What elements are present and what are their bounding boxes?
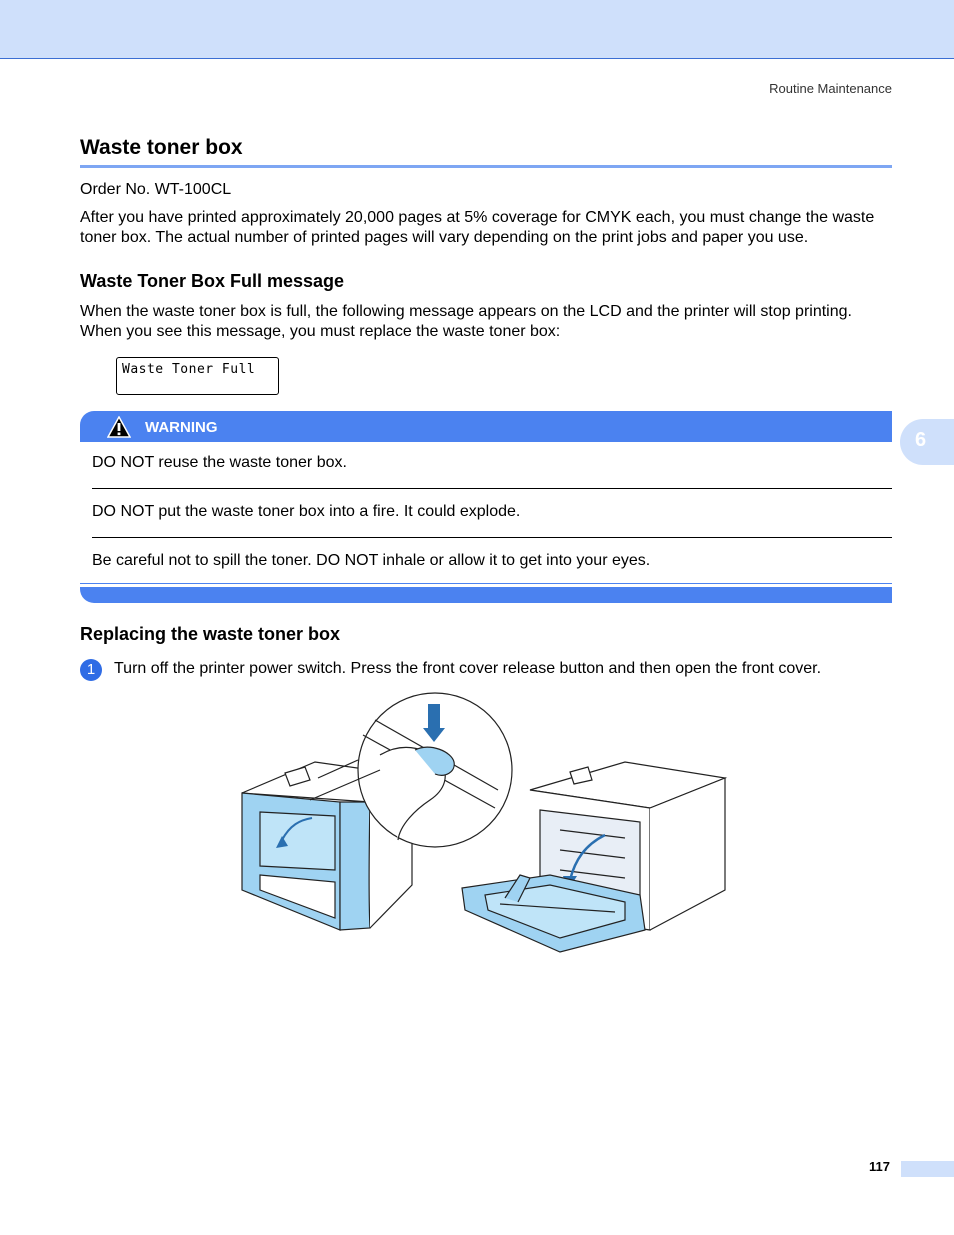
warning-footer [80, 587, 892, 603]
running-head: Routine Maintenance [769, 81, 892, 96]
warning-divider [92, 488, 892, 489]
full-message-heading: Waste Toner Box Full message [80, 271, 345, 291]
order-number: Order No. WT-100CL [80, 181, 232, 198]
warning-item: DO NOT put the waste toner box into a fi… [92, 503, 521, 520]
warning-item: Be careful not to spill the toner. DO NO… [92, 552, 651, 569]
page-number: 117 [869, 1159, 890, 1174]
warning-label: WARNING [145, 419, 218, 436]
step-number-badge: 1 [80, 659, 102, 681]
intro-paragraph: After you have printed approximately 20,… [80, 209, 875, 246]
warning-divider [92, 537, 892, 538]
chapter-tab[interactable]: 6 [900, 419, 954, 465]
step-text: Turn off the printer power switch. Press… [114, 660, 822, 677]
lcd-display: Waste Toner Full [116, 357, 279, 395]
warning-item: DO NOT reuse the waste toner box. [92, 454, 347, 471]
warning-footer-line [80, 583, 892, 584]
section-title: Waste toner box [80, 136, 243, 159]
lcd-text: Waste Toner Full [122, 362, 256, 377]
warning-triangle-icon [107, 416, 131, 438]
page-number-tab [901, 1161, 954, 1177]
printer-illustration [241, 692, 728, 953]
replacing-heading: Replacing the waste toner box [80, 624, 341, 644]
section-title-rule [80, 165, 892, 168]
chapter-number: 6 [915, 429, 927, 451]
full-message-paragraph: When the waste toner box is full, the fo… [80, 303, 852, 340]
header-band [0, 0, 954, 59]
warning-header: WARNING [80, 411, 892, 442]
